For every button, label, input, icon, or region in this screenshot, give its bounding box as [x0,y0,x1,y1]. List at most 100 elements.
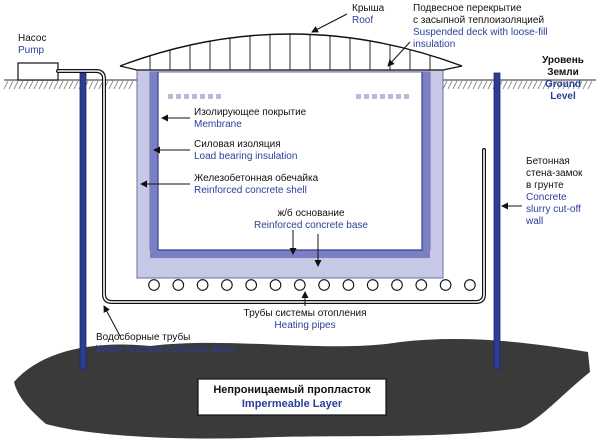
hatch-line [38,80,44,90]
seepage-leader [103,305,121,337]
hatch-line [532,80,538,90]
hatch-line [572,80,578,90]
heating-pipe [366,279,379,291]
heating-pipe [148,279,160,291]
seepage-pipes-en: Water seepage collection pipes [96,344,235,355]
impermeable-en: Impermeable Layer [241,398,343,410]
roof-edge-left [119,65,138,71]
slurry-wall-ru-1: Бетонная [526,156,570,167]
ground-level-en-2: Level [550,91,576,102]
concrete-shell-label: Железобетонная обечайка Reinforced concr… [194,173,318,197]
heating-pipe [245,279,258,291]
hatch-line [542,80,548,90]
hatch-line [477,80,483,90]
hatch-line [58,80,64,90]
deck-dash [404,94,409,99]
hatch-line [447,80,453,90]
hatch-line [527,80,533,90]
hatch-line [93,80,99,90]
suspended-deck-label: Подвесное перекрытие с засыпной теплоизо… [413,3,548,51]
heating-pipe [269,279,282,291]
heating-pipe [318,279,330,291]
hatch-line [587,80,593,90]
hatch-line [457,80,463,90]
slurry-wall-left [79,72,87,370]
deck-dash [364,94,369,99]
hatch-line [33,80,39,90]
slurry-wall-en-2: slurry cut-off [526,204,581,215]
heating-pipe [172,279,185,291]
hatch-line [113,80,119,90]
hatch-line [472,80,478,90]
suspended-deck-ru-1: Подвесное перекрытие [413,3,522,14]
deck-dash [208,94,213,99]
concrete-shell-en: Reinforced concrete shell [194,185,307,196]
ground-level-label: Уровень Земли Ground Level [532,55,594,103]
deck-dash [168,94,173,99]
hatch-line [467,80,473,90]
hatch-line [537,80,543,90]
heating-pipe [391,279,403,291]
deck-dash [192,94,197,99]
hatch-line [88,80,94,90]
pump-label-ru: Насос [18,33,47,44]
deck-leader [387,41,411,67]
hatch-line [567,80,573,90]
hatch-line [128,80,134,90]
hatch-line [53,80,59,90]
hatch-line [18,80,24,90]
suspended-deck-en-1: Suspended deck with loose-fill [413,27,548,38]
deck-dash [356,94,361,99]
ground-hatching [3,80,134,90]
slurry-wall-ru-3: в грунте [526,180,564,191]
heating-pipes-en: Heating pipes [274,320,336,331]
heating-pipes-ru: Трубы системы отопления [243,308,367,319]
hatch-line [73,80,79,90]
heating-pipes-label: Трубы системы отопления Heating pipes [220,308,390,332]
hatch-line [487,80,493,90]
deck-dash [380,94,385,99]
hatch-line [108,80,114,90]
ground-level-ru-1: Уровень [542,55,584,66]
hatch-line [63,80,69,90]
hatch-line [462,80,468,90]
heating-pipe [221,279,233,291]
pump-label: Насос Pump [18,33,46,57]
slurry-wall-en-1: Concrete [526,192,567,203]
seepage-pipes-label: Водосборные трубы Water seepage collecti… [96,332,235,356]
deck-dash [176,94,181,99]
membrane-label: Изолирующее покрытие Membrane [194,107,306,131]
load-bearing-en: Load bearing insulation [194,151,298,162]
hatch-line [517,80,523,90]
hatch-line [48,80,54,90]
hatch-line [547,80,553,90]
hatch-line [552,80,558,90]
hatch-line [43,80,49,90]
slurry-wall-label: Бетонная стена-замок в грунте Concrete s… [526,156,582,228]
concrete-base-ru: ж/б основание [277,208,345,219]
ground-level-en-1: Ground [544,79,582,90]
pump-label-en: Pump [18,45,45,56]
hatch-line [3,80,9,90]
hatch-line [512,80,518,90]
concrete-base-en: Reinforced concrete base [254,220,368,231]
roof-leader [311,13,348,33]
hatch-line [118,80,124,90]
seepage-pipes-ru: Водосборные трубы [96,332,191,343]
roof-label-en: Roof [352,15,374,26]
heating-pipe [293,279,306,291]
hatch-line [557,80,563,90]
impermeable-label: Непроницаемый пропласток Impermeable Lay… [198,383,386,411]
roof-trusses [149,34,431,70]
slurry-wall-right [493,72,501,370]
deck-dash [396,94,401,99]
concrete-base-label: ж/б основание Reinforced concrete base [236,208,386,232]
deck-dash [372,94,377,99]
heating-pipe [196,279,209,291]
membrane-en: Membrane [194,119,242,130]
hatch-line [562,80,568,90]
hatch-line [8,80,14,90]
heating-pipe [342,279,355,291]
hatch-line [23,80,29,90]
